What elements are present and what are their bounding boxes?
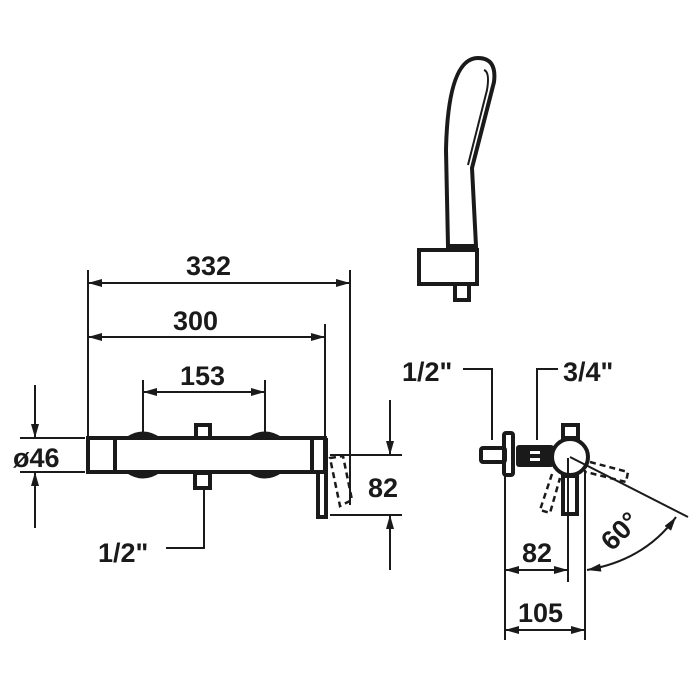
- mixer-side-view: [463, 368, 689, 518]
- mixer-front-view: [86, 423, 354, 549]
- dim-diameter-46: ø46: [13, 443, 60, 473]
- side-dimensions: [504, 458, 677, 640]
- hand-shower: [417, 55, 497, 302]
- dim-depth-105: 105: [518, 598, 563, 628]
- side-outlet-label: 3/4": [563, 357, 613, 387]
- front-inlet-label: 1/2": [98, 538, 148, 568]
- dim-depth-82-side: 82: [522, 538, 552, 568]
- dim-depth-82-front: 82: [368, 473, 398, 503]
- dim-body-300: 300: [173, 306, 218, 336]
- front-dimensions: [20, 270, 402, 570]
- dim-handles-153: 153: [180, 361, 225, 391]
- side-inlet-label: 1/2": [402, 357, 452, 387]
- dim-overall-332: 332: [186, 251, 231, 281]
- dim-angle-60: 60°: [595, 506, 645, 556]
